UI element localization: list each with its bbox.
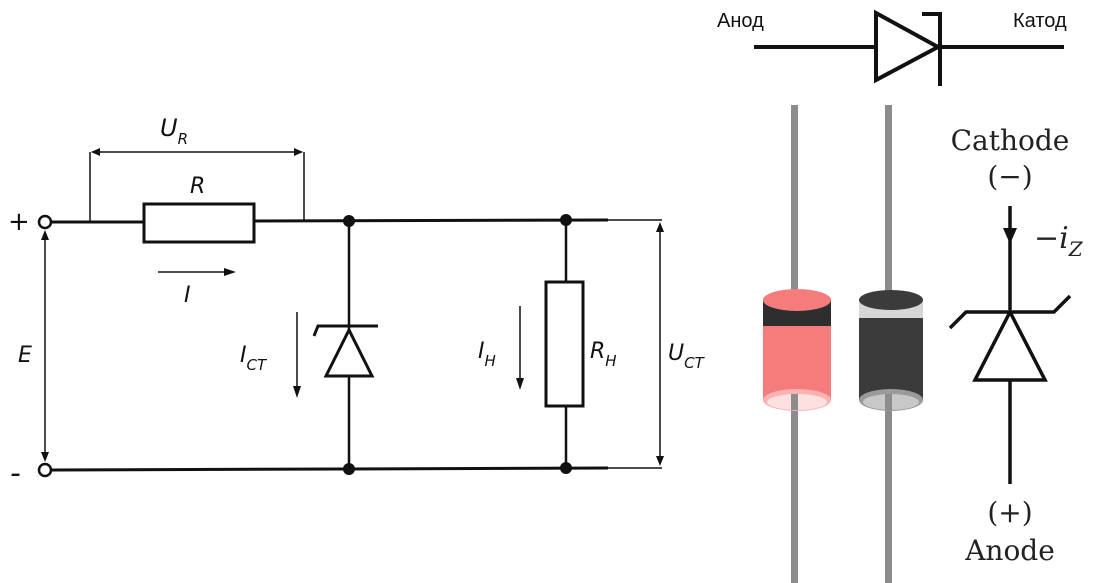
anode-label-ru: Анод [717,10,764,32]
zener-cathode-sign: (−) [987,160,1032,193]
zener-symbol-triangle [972,308,1048,382]
diode-packages [763,105,923,583]
node-bottom-load [560,462,572,474]
current-arrow-head [224,268,236,276]
diode-symbol [754,9,1064,86]
resistor-voltage-label: UR [160,114,188,148]
zener-current-arrow-head [293,386,301,398]
load-current-label: IH [478,339,496,370]
plus-terminal [37,214,53,230]
zener-stabilizer-circuit [37,148,664,478]
cathode-label-ru: Катод [1013,10,1067,32]
top-rail-right [253,218,609,223]
zener-current-label: −iZ [1034,221,1084,261]
source-arrow-top [41,230,49,240]
output-arrow-top [656,222,664,232]
zener-diode-bar [312,324,378,337]
circuit-labels: + - R UR I E ICT IH RH UCT [8,114,706,491]
resistor-r [142,202,256,244]
load-resistor-label: RH [590,339,617,370]
output-arrow-bottom [656,456,664,466]
zener-symbol-current-arrow [1003,228,1017,244]
zener-cathode-word: Cathode [951,124,1070,157]
load-current-arrow-head [516,378,524,390]
zener-diode-triangle [323,326,375,378]
zener-symbol-bar [948,294,1072,330]
source-arrow-bottom [41,452,49,462]
red-diode-package [763,289,831,411]
minus-terminal [37,462,53,478]
bottom-rail [51,466,609,472]
node-bottom-zener [343,463,355,475]
minus-sign: - [10,456,21,491]
node-top-zener [343,215,355,227]
black-diode-package [859,290,923,411]
zener-anode-sign: (+) [987,496,1032,529]
ur-arrow-right [294,148,303,156]
output-voltage-label: UCT [668,341,706,372]
zener-current-label: ICT [240,343,268,374]
source-label: E [18,343,32,368]
zener-anode-word: Anode [964,534,1055,567]
resistor-label: R [190,174,205,199]
zener-symbol [948,206,1072,484]
plus-sign: + [8,207,30,237]
diode-symbol-triangle [874,9,943,84]
load-resistor [544,280,585,408]
node-top-load [560,214,572,226]
ur-arrow-left [91,148,100,156]
current-label: I [184,283,191,308]
